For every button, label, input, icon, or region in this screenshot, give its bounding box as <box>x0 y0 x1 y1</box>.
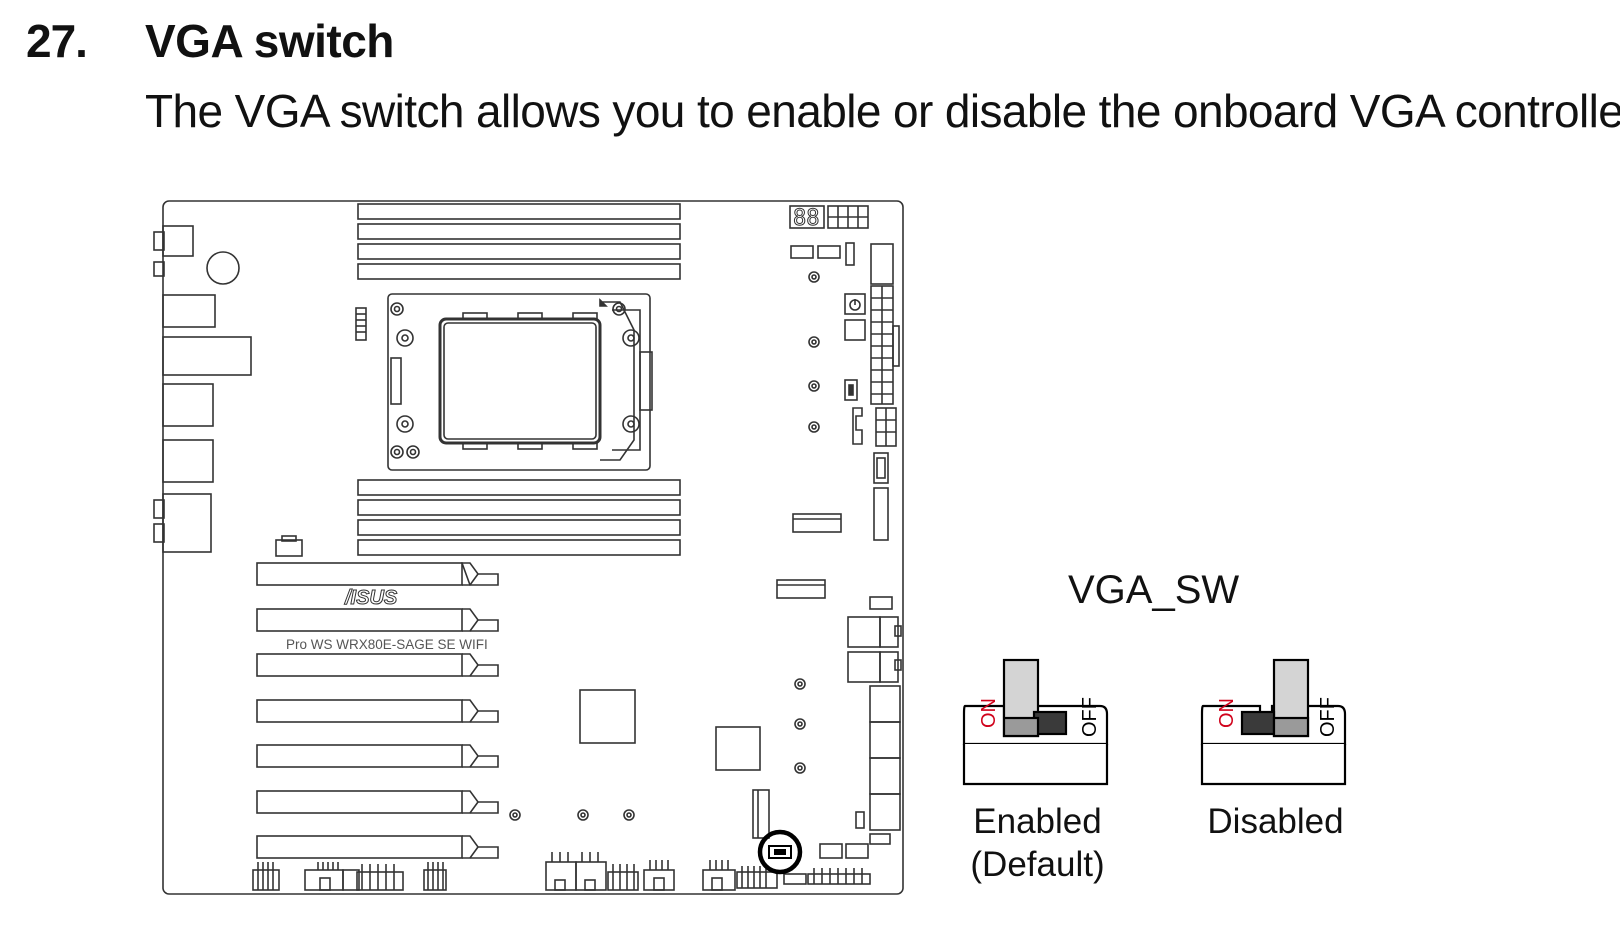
enabled-off-label: OFF <box>1079 697 1101 737</box>
section-title: VGA switch <box>145 15 394 67</box>
atx-power-connector <box>870 243 900 447</box>
m2-vertical-slot <box>752 789 770 839</box>
enabled-caption-line1: Enabled <box>973 802 1102 841</box>
sata-connectors <box>869 452 893 610</box>
switch-name: VGA_SW <box>1068 568 1240 612</box>
disabled-caption-line1: Disabled <box>1207 802 1344 841</box>
enabled-caption: Enabled (Default) <box>955 800 1120 886</box>
disabled-on-label: ON <box>1216 698 1238 728</box>
dimm-slots-top <box>357 203 681 280</box>
chipset <box>579 689 761 771</box>
fan-header-left <box>355 307 367 341</box>
dimm-slots-bottom <box>357 479 681 556</box>
board-model-label: Pro WS WRX80E-SAGE SE WIFI <box>286 637 488 652</box>
enabled-caption-line2: (Default) <box>970 845 1105 884</box>
asus-logo: /ISUS <box>344 587 398 609</box>
onboard-buttons <box>844 293 866 445</box>
debug-code: 88 <box>793 206 820 231</box>
vga-switch-disabled-illustration <box>1200 658 1347 786</box>
board-outline <box>162 200 904 895</box>
small-header-left <box>275 535 303 557</box>
vga-switch-enabled-illustration <box>962 658 1109 786</box>
cpu-socket <box>387 293 653 471</box>
disabled-off-label: OFF <box>1317 697 1339 737</box>
m2-slots <box>776 513 842 599</box>
top-right-headers <box>790 242 855 283</box>
vga-switch-location-marker <box>757 829 803 875</box>
mounting-holes <box>509 336 820 821</box>
rear-io-ports <box>153 225 252 553</box>
section-number: 27. <box>26 15 88 67</box>
section-description: The VGA switch allows you to enable or d… <box>145 85 1620 137</box>
right-lower-connectors <box>847 616 902 845</box>
pcie-slots <box>256 562 499 859</box>
debug-led-display: 88 <box>789 205 869 232</box>
enabled-on-label: ON <box>978 698 1000 728</box>
bottom-headers <box>252 843 871 891</box>
disabled-caption: Disabled <box>1193 800 1358 843</box>
